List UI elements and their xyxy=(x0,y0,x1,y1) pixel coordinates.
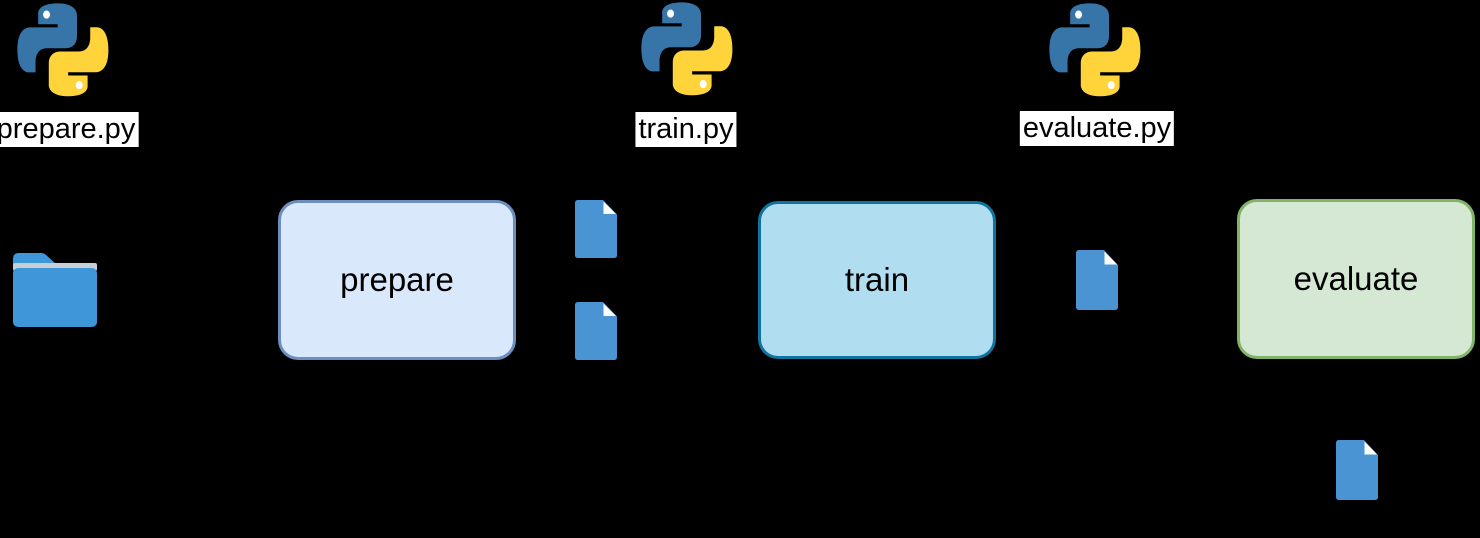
file-fold xyxy=(1104,251,1117,265)
python-icon xyxy=(641,2,733,96)
python-icon xyxy=(1049,3,1141,97)
file-body xyxy=(1076,250,1118,310)
file-icon xyxy=(575,200,617,258)
python-yellow-snake xyxy=(48,27,109,97)
script-label-evaluate: evaluate.py xyxy=(1019,111,1175,146)
python-blue-snake xyxy=(1049,3,1110,73)
script-label-prepare: prepare.py xyxy=(0,112,139,147)
stage-node-train: train xyxy=(758,201,996,359)
file-icon xyxy=(575,302,617,360)
stage-label: train xyxy=(844,261,910,298)
stage-label: prepare xyxy=(340,261,454,298)
folder-body xyxy=(13,268,97,327)
python-blue-snake xyxy=(641,2,702,72)
file-icon xyxy=(1076,250,1118,310)
file-fold xyxy=(603,201,616,214)
python-icon xyxy=(17,3,109,97)
python-yellow-snake xyxy=(1080,27,1141,97)
file-body xyxy=(1336,440,1378,500)
python-eye xyxy=(43,10,51,19)
stage-label: evaluate xyxy=(1293,260,1419,297)
python-yellow-snake xyxy=(672,26,733,96)
file-fold xyxy=(603,303,616,316)
file-icon xyxy=(1336,440,1378,500)
stage-node-evaluate: evaluate xyxy=(1237,199,1475,359)
python-eye xyxy=(75,81,83,90)
python-blue-snake xyxy=(17,3,78,73)
script-label-train: train.py xyxy=(635,112,737,147)
file-body xyxy=(575,302,617,360)
folder-icon xyxy=(13,253,97,327)
python-eye xyxy=(1075,10,1083,19)
python-eye xyxy=(699,80,707,89)
python-eye xyxy=(667,9,675,18)
python-eye xyxy=(1107,81,1115,90)
file-fold xyxy=(1364,441,1377,455)
file-body xyxy=(575,200,617,258)
stage-node-prepare: prepare xyxy=(278,200,516,360)
